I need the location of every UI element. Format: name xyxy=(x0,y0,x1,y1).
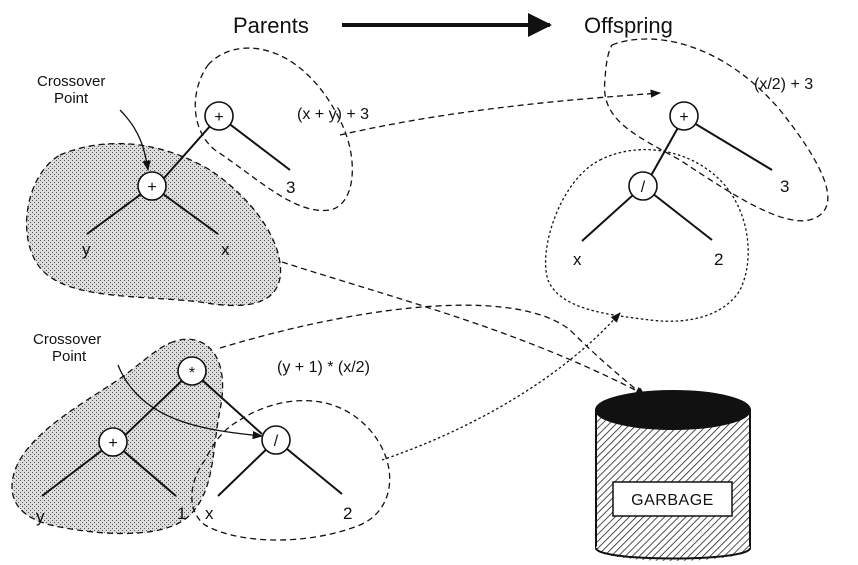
p2-crossover-arrow xyxy=(117,364,264,440)
p1-sub-op: + xyxy=(147,179,156,196)
p2-crossover-label-1: Crossover xyxy=(33,331,101,348)
garbage-label: GARBAGE xyxy=(631,492,714,509)
p2-leaf-2: 2 xyxy=(343,504,352,523)
garbage-bin: GARBAGE xyxy=(595,390,751,561)
p2-edge-root-right xyxy=(191,370,263,435)
off-leaf-3: 3 xyxy=(780,177,789,196)
p2-to-offspring-arrow xyxy=(381,312,621,461)
p2-to-garbage-arrow xyxy=(219,304,646,398)
p2-right-node: / xyxy=(261,425,291,455)
parent1-kept-region xyxy=(194,47,353,212)
offspring-kept-region xyxy=(603,38,829,222)
p1-root-op: + xyxy=(214,109,223,126)
p2-left-node: + xyxy=(98,427,128,457)
p1-edge-root-3 xyxy=(218,115,291,171)
p2-right-op: / xyxy=(274,433,279,450)
off-root-node: + xyxy=(669,101,699,131)
p1-crossover-label-1: Crossover xyxy=(37,73,105,90)
off-expression: (x/2) + 3 xyxy=(754,76,813,93)
p1-to-offspring-arrow xyxy=(339,89,662,136)
p2-crossover-label-2: Point xyxy=(52,348,87,365)
parents-label: Parents xyxy=(233,13,309,38)
off-edge-root-3 xyxy=(683,116,773,171)
off-leaf-2: 2 xyxy=(714,250,723,269)
parent1-discarded-region xyxy=(25,142,282,307)
parent2-swapped-region xyxy=(191,399,391,541)
p1-leaf-y: y xyxy=(82,240,91,259)
p1-to-garbage-arrow xyxy=(281,261,646,396)
p2-leaf-x: x xyxy=(205,504,214,523)
p2-root-node: * xyxy=(177,356,207,386)
p1-crossover-arrow xyxy=(119,109,151,172)
offspring-inserted-region xyxy=(544,148,749,322)
p2-leaf-1: 1 xyxy=(177,504,186,523)
p1-sub-node: + xyxy=(137,171,167,201)
off-sub-op: / xyxy=(641,179,646,196)
p1-leaf-x: x xyxy=(221,240,230,259)
p1-expression: (x + y) + 3 xyxy=(297,106,369,123)
p2-leaf-y: y xyxy=(36,507,45,526)
p1-edge-root-sub xyxy=(156,115,220,187)
p2-expression: (y + 1) * (x/2) xyxy=(277,359,370,376)
p1-leaf-3: 3 xyxy=(286,178,295,197)
off-leaf-x: x xyxy=(573,250,582,269)
p2-edge-left-y xyxy=(41,441,114,497)
p1-root-node: + xyxy=(204,101,234,131)
p2-edge-root-left xyxy=(117,370,193,443)
p1-crossover-label-2: Point xyxy=(54,90,89,107)
p2-root-op: * xyxy=(189,365,195,382)
offspring-label: Offspring xyxy=(584,13,673,38)
off-sub-node: / xyxy=(628,171,658,201)
p2-left-op: + xyxy=(108,435,117,452)
off-root-op: + xyxy=(679,109,688,126)
